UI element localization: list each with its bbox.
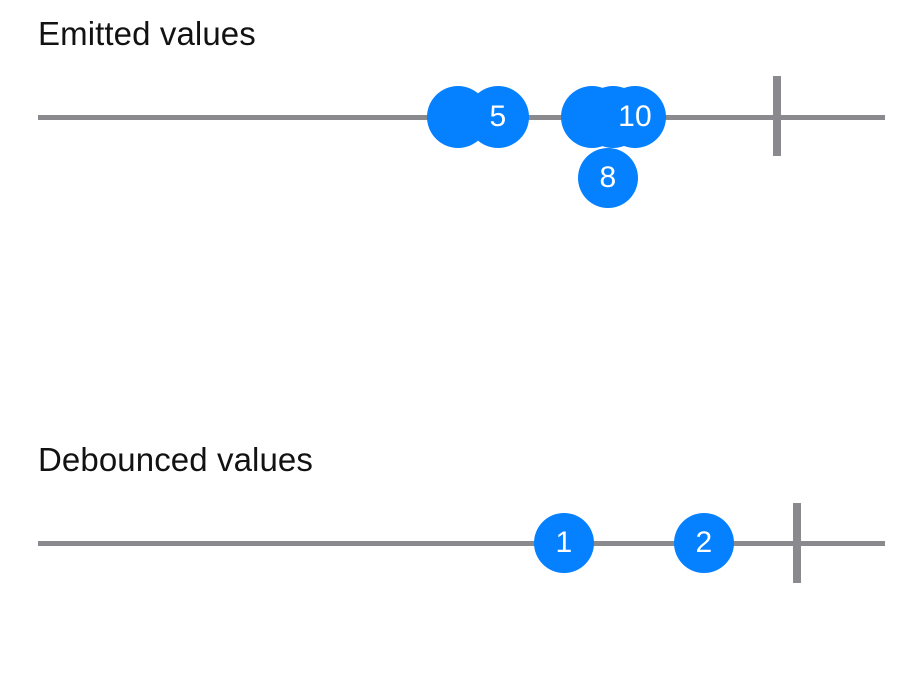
marble-label-5: 5 [489, 100, 507, 133]
marble-group-10[interactable]: 10 [561, 86, 666, 148]
marble-circle [604, 86, 666, 148]
debounced-values-title: Debounced values [38, 441, 313, 478]
timeline-axis [38, 541, 885, 546]
marble-8[interactable]: 8 [578, 148, 638, 208]
complete-marker-icon [793, 503, 801, 583]
diagram-debounced-values: Debounced values 1 2 [0, 440, 900, 616]
debounced-values-timeline: 1 2 [0, 503, 900, 680]
marble-1[interactable]: 1 [534, 513, 594, 573]
emitted-values-timeline: 5 10 8 [0, 76, 900, 254]
complete-marker-icon [773, 76, 781, 156]
diagram-emitted-values: Emitted values 5 10 8 [0, 14, 900, 234]
emitted-values-title: Emitted values [38, 15, 256, 52]
marble-label-10: 10 [618, 100, 652, 133]
marble-group-5[interactable]: 5 [427, 86, 529, 148]
marble-2[interactable]: 2 [674, 513, 734, 573]
marble-circle [467, 86, 529, 148]
